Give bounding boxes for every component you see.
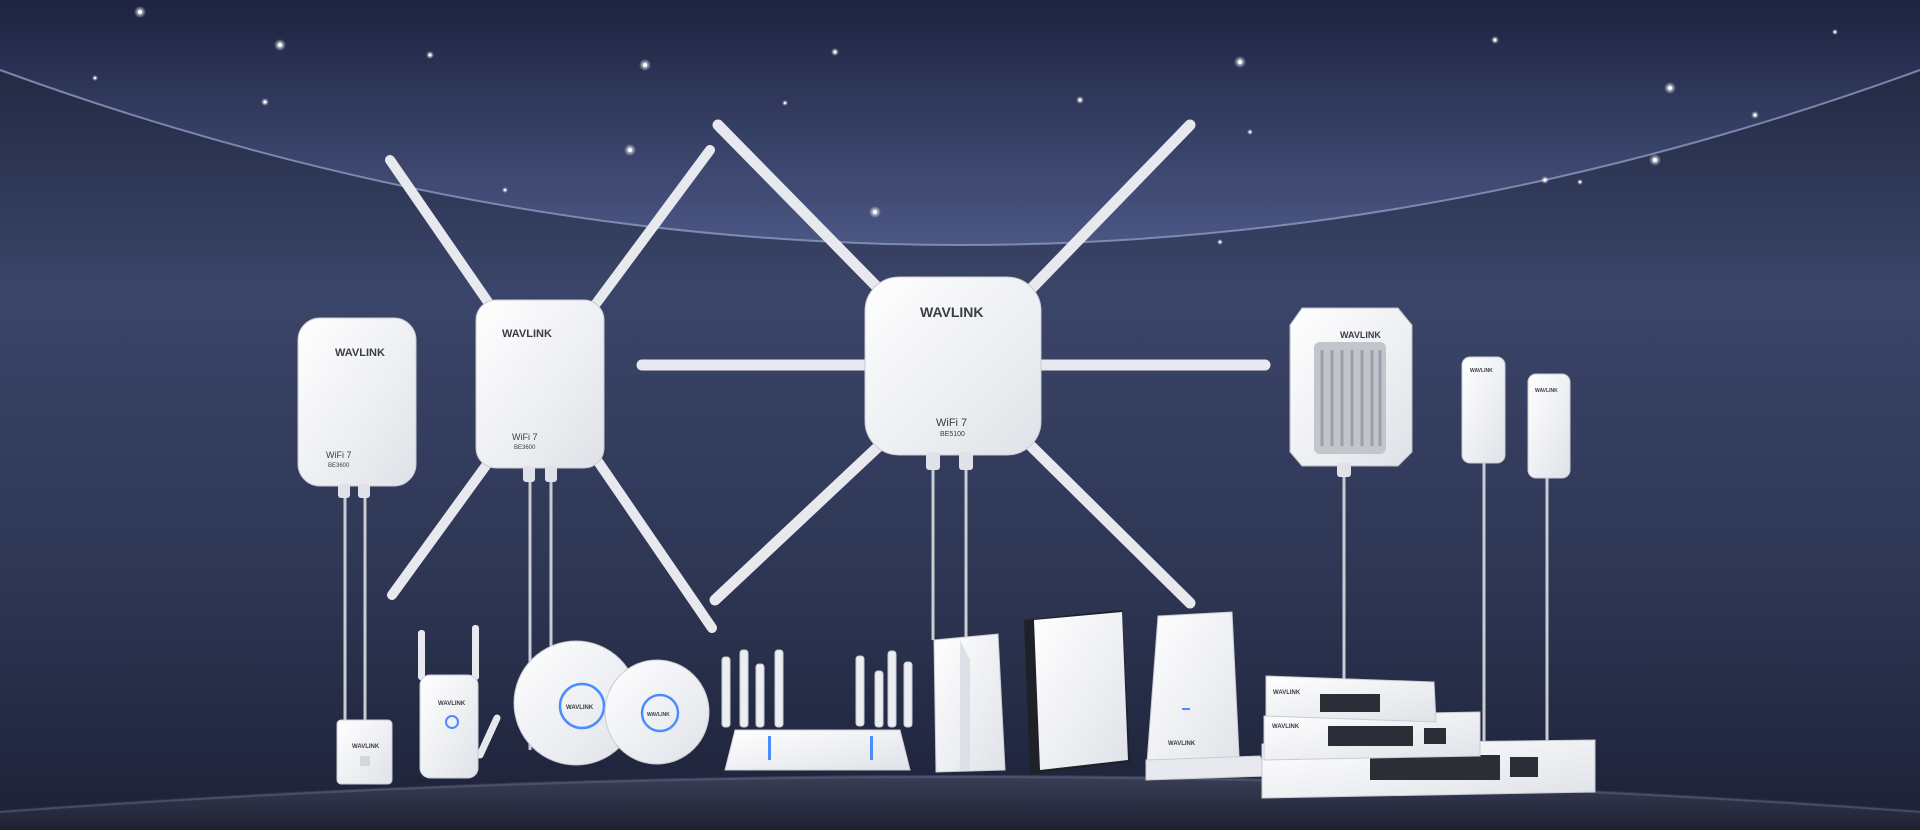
desktop-panel-router xyxy=(1024,610,1130,774)
brand-logo: WAVLINK xyxy=(1273,690,1301,696)
star-core xyxy=(263,100,267,104)
star-core xyxy=(1653,158,1657,162)
star-core xyxy=(138,10,142,14)
brand-logo: WAVLINK xyxy=(647,712,670,718)
star-core xyxy=(278,43,282,47)
brand-logo: WAVLINK xyxy=(1272,724,1300,730)
brand-logo: WAVLINK xyxy=(335,347,385,359)
star-core xyxy=(1668,86,1672,90)
brand-logo: WAVLINK xyxy=(1535,388,1558,394)
star-core xyxy=(1078,98,1082,102)
star-core xyxy=(1238,60,1242,64)
star-core xyxy=(1753,113,1757,117)
range-extender: WAVLINK xyxy=(418,625,501,779)
outdoor-ap-flagship: WAVLINK WiFi 7 BE5100 xyxy=(636,49,1271,640)
outdoor-cpe-bridge-left: WAVLINK xyxy=(1461,356,1506,742)
star-core xyxy=(1493,38,1497,42)
mesh-tower xyxy=(933,633,1006,773)
star-core xyxy=(428,53,432,57)
brand-logo: WAVLINK xyxy=(566,705,594,711)
model-label: BE3600 xyxy=(328,463,350,469)
model-label: BE3600 xyxy=(514,445,536,451)
star-core xyxy=(643,63,647,67)
network-switch-medium: WAVLINK xyxy=(1263,711,1481,761)
star-core xyxy=(1249,131,1251,133)
brand-logo: WAVLINK xyxy=(920,304,984,320)
star-core xyxy=(784,102,786,104)
model-label: BE5100 xyxy=(940,431,965,438)
outdoor-ap-medium: WAVLINK WiFi 7 BE3600 xyxy=(385,80,717,750)
ceiling-ap-small: WAVLINK xyxy=(604,659,710,765)
star-core xyxy=(1579,181,1581,183)
brand-logo: WAVLINK xyxy=(1340,330,1381,340)
star-core xyxy=(873,210,877,214)
star-core xyxy=(94,77,96,79)
wifi7-label: WiFi 7 xyxy=(936,417,967,429)
brand-logo: WAVLINK xyxy=(1168,741,1196,747)
dome-arc xyxy=(0,69,1920,246)
star-core xyxy=(1219,241,1221,243)
wifi7-label: WiFi 7 xyxy=(512,432,538,442)
outdoor-ap-industrial: WAVLINK xyxy=(1289,92,1413,680)
wifi7-label: WiFi 7 xyxy=(326,450,352,460)
star-core xyxy=(833,50,837,54)
network-switch-small: WAVLINK xyxy=(1265,675,1437,723)
outdoor-ap-small: WAVLINK WiFi 7 BE3600 xyxy=(297,317,417,725)
star-core xyxy=(1834,31,1836,33)
brand-logo: WAVLINK xyxy=(438,701,466,707)
sky-dome xyxy=(0,0,1920,245)
star-core xyxy=(1543,178,1547,182)
router-multi-antenna xyxy=(721,649,913,771)
ceiling-ap-large: WAVLINK xyxy=(513,640,639,766)
star-core xyxy=(504,189,506,191)
wall-mount-ap: WAVLINK xyxy=(1145,611,1269,781)
stars xyxy=(92,6,1838,245)
outdoor-cpe-bridge-right: WAVLINK xyxy=(1527,373,1571,742)
stage-edge xyxy=(0,776,1920,813)
brand-logo: WAVLINK xyxy=(502,328,552,340)
brand-logo: WAVLINK xyxy=(352,744,380,750)
star-core xyxy=(628,148,632,152)
brand-logo: WAVLINK xyxy=(1470,368,1493,374)
in-wall-ap: WAVLINK xyxy=(336,719,393,785)
